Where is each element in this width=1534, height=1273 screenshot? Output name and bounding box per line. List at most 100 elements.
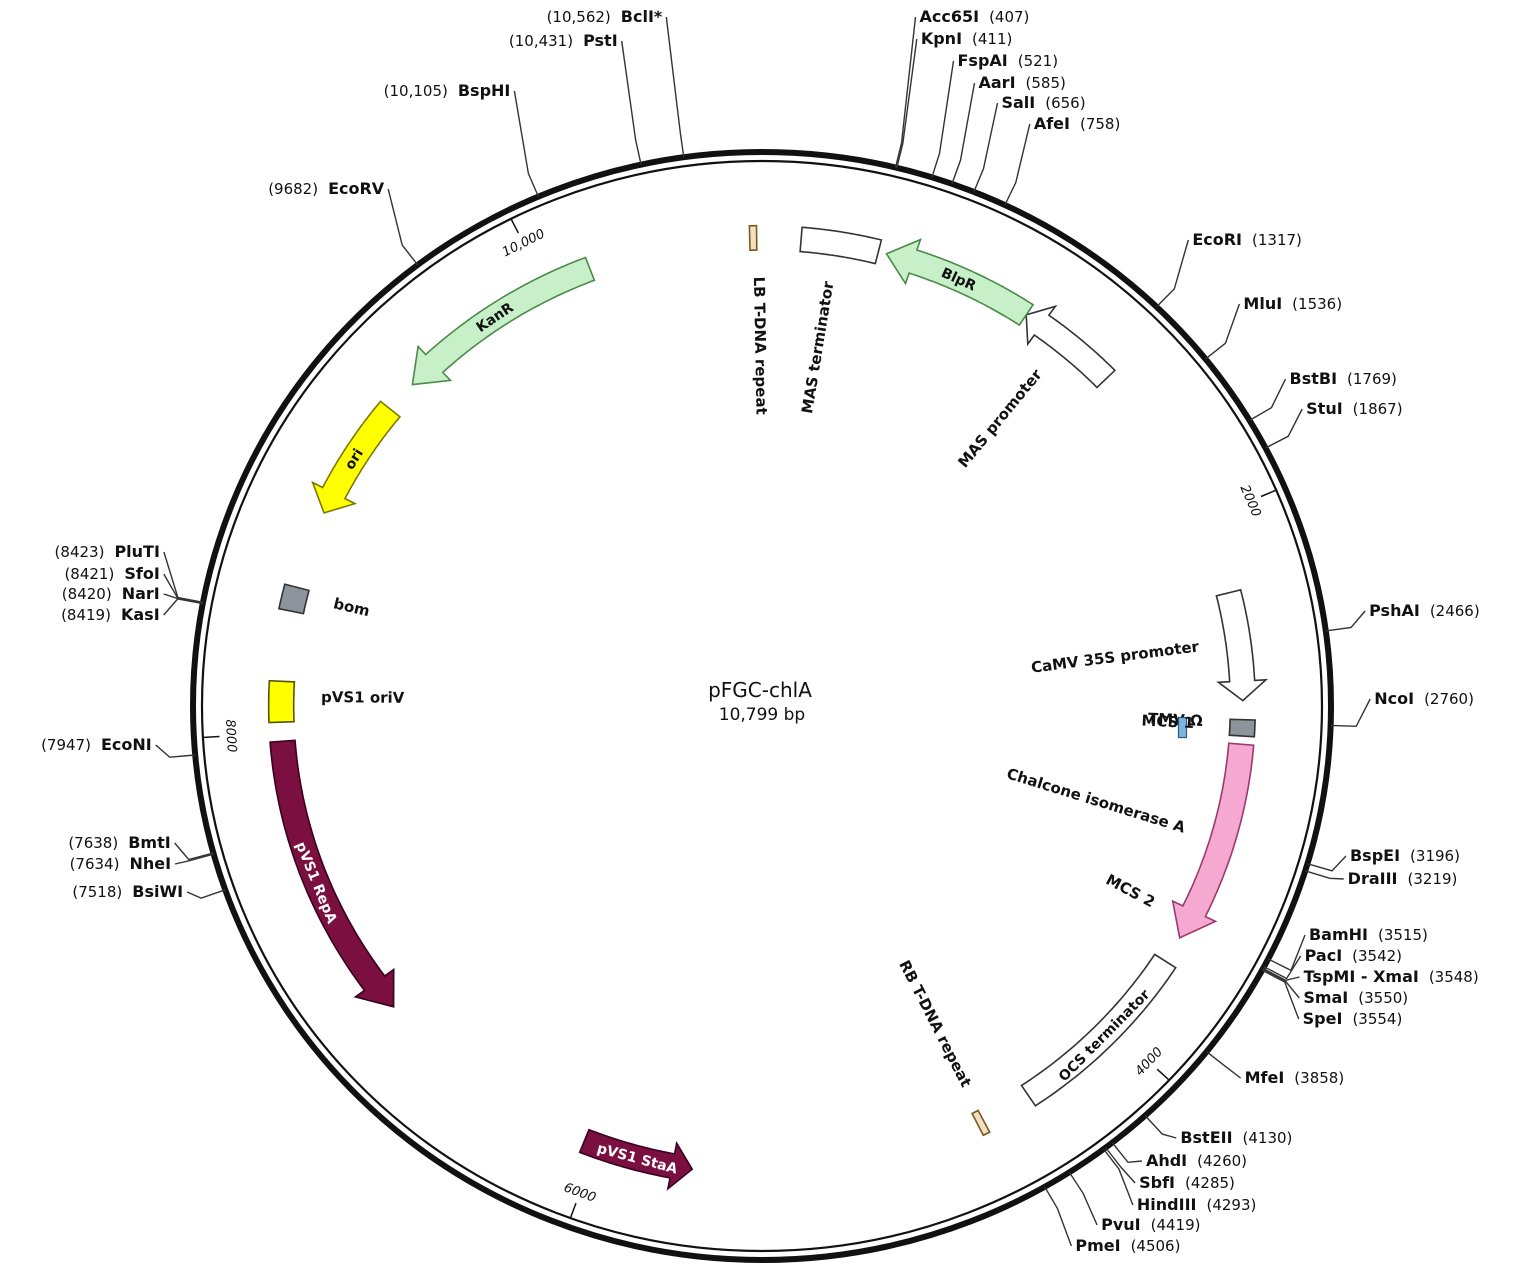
mcs-1-label: MCS 1 [1141, 711, 1195, 732]
mas-promoter-label: MAS promoter [954, 365, 1046, 471]
site-position: (9682) [268, 180, 318, 198]
site-label: (8419)KasI [61, 605, 160, 624]
site-name: AfeI [1034, 114, 1070, 133]
site-name: SpeI [1303, 1009, 1343, 1028]
site-spei: SpeI(3554) [1261, 969, 1403, 1028]
site-label: KpnI(411) [921, 29, 1013, 48]
site-label: PmeI(4506) [1075, 1236, 1180, 1255]
site-name: SmaI [1303, 988, 1348, 1007]
site-pmei: PmeI(4506) [1044, 1186, 1180, 1255]
site-position: (3548) [1429, 968, 1479, 986]
site-position: (10,431) [509, 32, 573, 50]
site-position: (4419) [1151, 1216, 1201, 1234]
site-name: PstI [583, 31, 618, 50]
site-label: BamHI(3515) [1309, 925, 1428, 944]
site-leader-line [1206, 1051, 1242, 1079]
site-position: (3542) [1352, 947, 1402, 965]
site-econi: (7947)EcoNI [41, 735, 196, 758]
site-label: (8420)NarI [62, 584, 160, 603]
feature-bom: bom [278, 583, 372, 620]
site-leader-line [163, 551, 204, 603]
site-name: AarI [979, 73, 1016, 92]
site-ahdi: AhdI(4260) [1111, 1142, 1247, 1170]
feature-ori: ori [311, 400, 402, 514]
site-position: (3858) [1294, 1069, 1344, 1087]
ori-shape [311, 400, 402, 514]
tick-mark [1260, 489, 1277, 498]
site-pvui: PvuI(4419) [1068, 1171, 1201, 1234]
site-hindiii: HindIII(4293) [1102, 1148, 1256, 1214]
site-position: (3196) [1410, 847, 1460, 865]
site-position: (8421) [64, 565, 114, 583]
site-label: NcoI(2760) [1374, 689, 1474, 708]
site-label: Acc65I (407) [919, 7, 1029, 26]
mcs-1-marker [1177, 716, 1188, 739]
feature-tmv: TMV Ω [1148, 709, 1256, 738]
site-position: (656) [1045, 94, 1085, 112]
feature-blpr: BlpR [885, 238, 1035, 327]
site-name: PshAI [1369, 601, 1420, 620]
site-bmti: (7638)BmtI [68, 833, 214, 861]
site-label: SpeI(3554) [1303, 1009, 1403, 1028]
site-leader-line [665, 16, 685, 158]
site-bstbi: BstBI(1769) [1249, 369, 1397, 422]
site-label: AarI(585) [979, 73, 1066, 92]
tmv-shape [1228, 718, 1256, 738]
site-smai: SmaI(3550) [1262, 968, 1408, 1007]
site-position: (411) [972, 30, 1012, 48]
site-leader-line [1249, 378, 1287, 422]
site-position: (407) [989, 8, 1029, 26]
site-position: (10,562) [547, 8, 611, 26]
site-label: (7947)EcoNI [41, 735, 152, 754]
site-position: (4506) [1131, 1237, 1181, 1255]
tick-10000: 10,000 [500, 217, 547, 261]
feature-ocs-terminator: OCS terminator [1020, 953, 1177, 1107]
site-bsiwi: (7518)BsiWI [72, 882, 226, 901]
site-label: MluI(1536) [1243, 294, 1342, 313]
site-label: SbfI(4285) [1139, 1173, 1235, 1192]
tick-2000: 2000 [1237, 483, 1277, 519]
site-name: SbfI [1139, 1173, 1175, 1192]
feature-pvs1-repa: pVS1 RepA [269, 739, 395, 1008]
site-kpni: KpnI(411) [896, 29, 1013, 168]
site-position: (10,105) [384, 82, 448, 100]
site-name: Acc65I [919, 7, 979, 26]
site-position: (4293) [1206, 1196, 1256, 1214]
site-name: AhdI [1146, 1151, 1187, 1170]
feature-rb-t-dna-repeat: RB T-DNA repeat [895, 957, 991, 1137]
mas-promoter-shape [1025, 304, 1117, 389]
site-name: SfoI [124, 564, 159, 583]
site-label: PacI (3542) [1305, 946, 1402, 965]
site-leader-line [1004, 123, 1031, 206]
lb-t-dna-repeat-label: LB T-DNA repeat [750, 276, 771, 414]
site-position: (2466) [1430, 602, 1480, 620]
site-position: (1769) [1347, 370, 1397, 388]
site-leader-line [1263, 955, 1302, 980]
site-ncoi: NcoI(2760) [1330, 689, 1474, 728]
site-bsteii: BstEII(4130) [1144, 1115, 1292, 1147]
site-leader-line [163, 598, 203, 616]
site-leader-line [174, 842, 214, 861]
site-leader-line [1144, 1115, 1177, 1139]
site-name: PacI [1305, 946, 1343, 965]
pvs1-oriv-shape [267, 679, 296, 724]
bom-label: bom [332, 594, 372, 620]
tmv-label: TMV Ω [1148, 709, 1204, 730]
site-name: NarI [122, 584, 160, 603]
site-leader-line [1068, 1171, 1098, 1226]
chalcone-isomerase-a-label: Chalcone isomerase A [1005, 764, 1188, 836]
site-label: PvuI(4419) [1101, 1215, 1200, 1234]
feature-pvs1-oriv: pVS1 oriV [267, 679, 405, 724]
site-leader-line [1304, 870, 1344, 880]
site-position: (7947) [41, 736, 91, 754]
site-label: MfeI(3858) [1245, 1068, 1345, 1087]
site-label: (7638)BmtI [68, 833, 170, 852]
site-leader-line [894, 16, 917, 168]
site-position: (758) [1080, 115, 1120, 133]
tick-label: 10,000 [500, 227, 547, 261]
site-leader-line [174, 853, 214, 865]
site-name: EcoRI [1192, 230, 1242, 249]
site-leader-line [1111, 1142, 1143, 1164]
site-acc65i: Acc65I (407) [894, 7, 1029, 168]
